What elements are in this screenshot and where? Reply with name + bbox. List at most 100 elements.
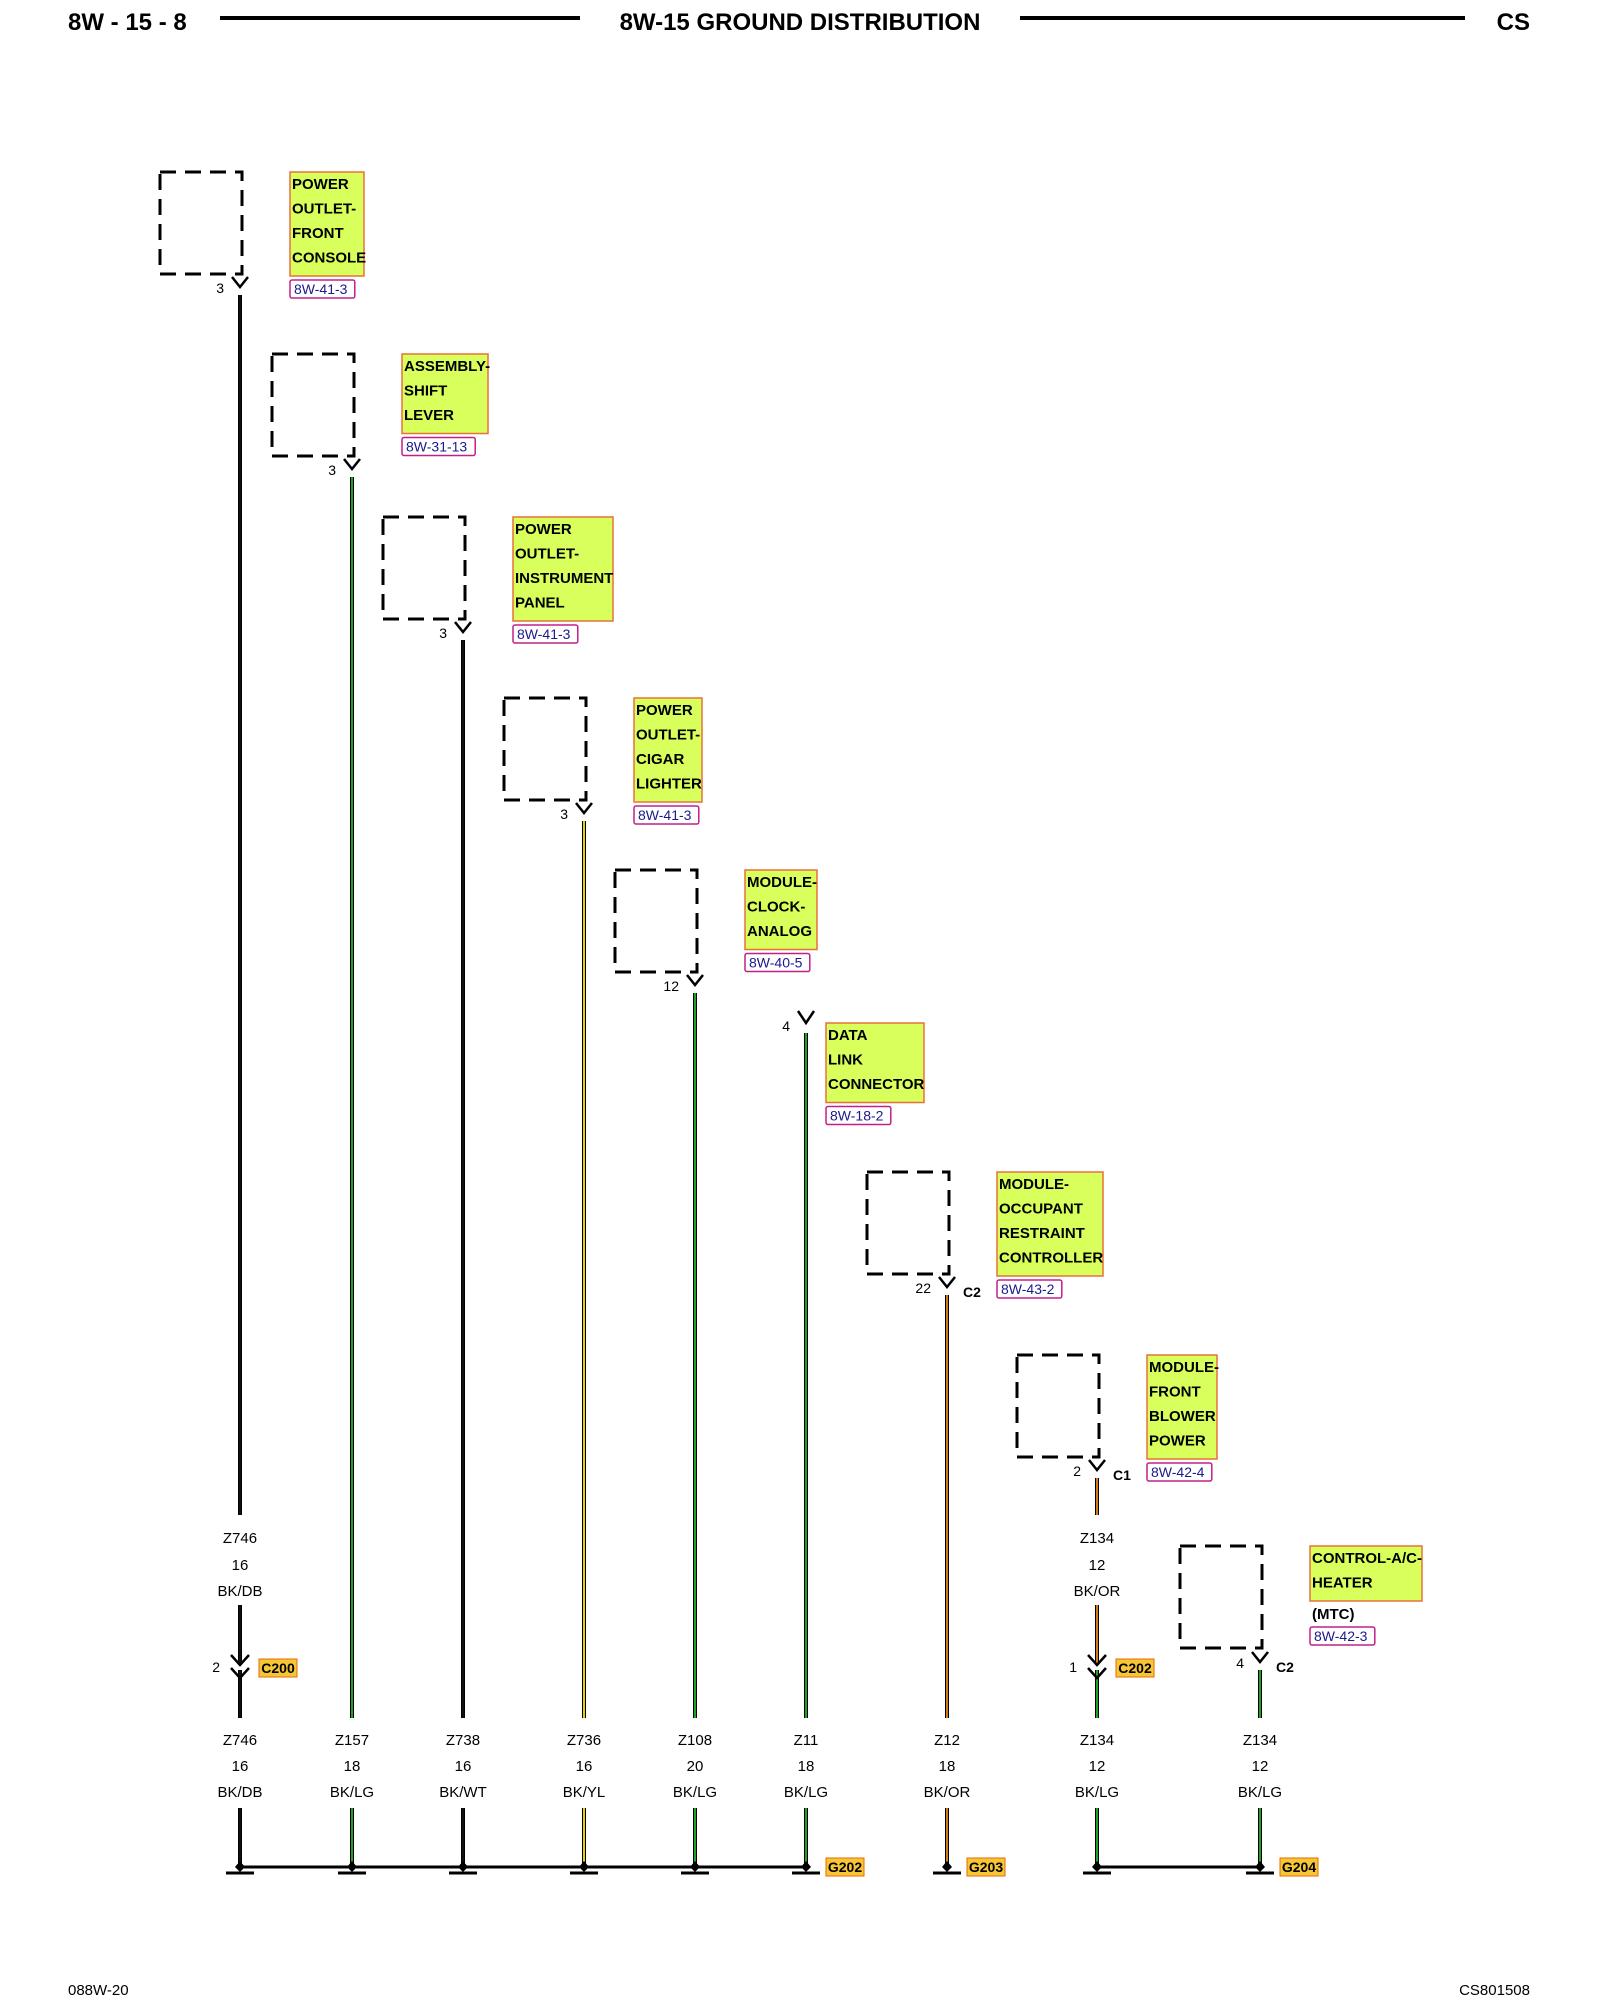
ground-bus: G204 <box>1097 1857 1319 1877</box>
component-name-line: OUTLET- <box>636 727 700 744</box>
component-label-box <box>996 1171 1104 1277</box>
component-name-line: INSTRUMENT <box>515 570 613 587</box>
component-outline <box>613 868 699 974</box>
page-title: 8W-15 GROUND DISTRIBUTION <box>620 9 981 36</box>
reference-frame <box>1309 1626 1376 1646</box>
ground-eyelet-icon <box>1255 1861 1265 1872</box>
component-outline <box>270 352 356 458</box>
ground-eyelet-icon <box>690 1861 700 1872</box>
component-name-line: FRONT <box>292 225 344 242</box>
component-label-box <box>512 516 614 622</box>
connector-tag <box>258 1658 298 1678</box>
pin-number: 3 <box>328 462 336 478</box>
pin-fork-icon <box>1088 1459 1106 1473</box>
component-label-box <box>633 697 703 803</box>
wire-color: BK/LG <box>673 1784 717 1801</box>
wire-gauge: 18 <box>344 1758 361 1775</box>
component-name-line: POWER <box>1149 1433 1206 1450</box>
component-name-line: MODULE- <box>999 1176 1069 1193</box>
ground-eyelet-icon <box>579 1861 589 1872</box>
ground-name: G203 <box>969 1859 1003 1875</box>
wire-gauge: 16 <box>232 1758 249 1775</box>
pin-number: 12 <box>663 978 679 994</box>
circuit-id: Z12 <box>934 1732 960 1749</box>
reference-frame <box>289 279 356 299</box>
wire-color: BK/DB <box>217 1583 262 1600</box>
wire-gauge: 18 <box>939 1758 956 1775</box>
component-label-box <box>1309 1545 1423 1602</box>
circuit-id: Z134 <box>1243 1732 1277 1749</box>
reference-frame <box>825 1105 892 1126</box>
pin-number: 3 <box>216 280 224 296</box>
pin-number: 4 <box>782 1018 790 1034</box>
component-name-line: CONTROLLER <box>999 1250 1103 1267</box>
pin-fork-icon <box>454 621 472 635</box>
wire-gauge: 12 <box>1089 1557 1106 1574</box>
connector-name: C202 <box>1118 1660 1152 1676</box>
reference-frame <box>744 952 811 973</box>
pin-fork-icon <box>938 1276 956 1290</box>
components-layer: 3POWEROUTLET-FRONTCONSOLE8W-41-33ASSEMBL… <box>158 170 1423 1675</box>
component-reference: 8W-41-3 <box>517 626 571 642</box>
component-name-line: RESTRAINT <box>999 1225 1085 1242</box>
lower-wire-labels: Z74616BK/DBZ15718BK/LGZ73816BK/WTZ73616B… <box>217 1732 1282 1801</box>
pin-fork-icon <box>575 802 593 816</box>
ground-tag <box>1279 1857 1319 1877</box>
component-name-line: LIGHTER <box>636 776 702 793</box>
component-outline <box>1178 1544 1264 1650</box>
component-outline <box>502 696 588 802</box>
circuit-id: Z11 <box>794 1732 819 1749</box>
wire-color: BK/YL <box>563 1784 606 1801</box>
connector-name: C1 <box>1113 1467 1131 1483</box>
component-label-box <box>825 1022 925 1104</box>
component-name-line: ANALOG <box>747 923 812 940</box>
wire-gauge: 12 <box>1089 1758 1106 1775</box>
component-name-line: CONSOLE <box>292 250 366 267</box>
circuit-id: Z108 <box>678 1732 712 1749</box>
component-outline <box>865 1170 951 1276</box>
reference-frame <box>996 1279 1063 1299</box>
component-reference: 8W-43-2 <box>1001 1281 1055 1297</box>
component-outline <box>1015 1353 1101 1459</box>
connector-female-icon <box>230 1667 250 1680</box>
pin-fork-icon <box>1251 1651 1269 1665</box>
footer-left-code: 088W-20 <box>68 1982 129 1999</box>
pin-fork-icon <box>343 458 361 472</box>
wire-color: BK/LG <box>1075 1784 1119 1801</box>
connector-pin: 1 <box>1069 1659 1077 1675</box>
component-reference: 8W-40-5 <box>749 955 803 971</box>
component-name-line: LINK <box>828 1052 863 1069</box>
ground-eyelet-icon <box>1092 1861 1102 1872</box>
wire-color: BK/WT <box>439 1784 487 1801</box>
component-label-box <box>744 869 818 951</box>
ground-name: G202 <box>828 1859 862 1875</box>
component-name-line: POWER <box>636 702 693 719</box>
component-label-box <box>289 171 365 277</box>
component-name-line: HEATER <box>1312 1575 1373 1592</box>
component-name-line: POWER <box>292 176 349 193</box>
connector-male-icon <box>230 1654 250 1667</box>
component-name-line: POWER <box>515 521 572 538</box>
wire-gauge: 16 <box>455 1758 472 1775</box>
footer-right-code: CS801508 <box>1459 1982 1530 1999</box>
connector-female-icon <box>1087 1667 1107 1680</box>
connector-name: C2 <box>963 1284 981 1300</box>
component-name-line: MODULE- <box>747 874 817 891</box>
model-code: CS <box>1497 9 1530 36</box>
component-name-line: CIGAR <box>636 751 685 768</box>
component-name-line: LEVER <box>404 407 454 424</box>
connector-pin: 2 <box>212 1659 220 1675</box>
component-label-box <box>1146 1354 1218 1460</box>
ground-eyelet-icon <box>942 1861 952 1872</box>
ground-tag <box>966 1857 1006 1877</box>
